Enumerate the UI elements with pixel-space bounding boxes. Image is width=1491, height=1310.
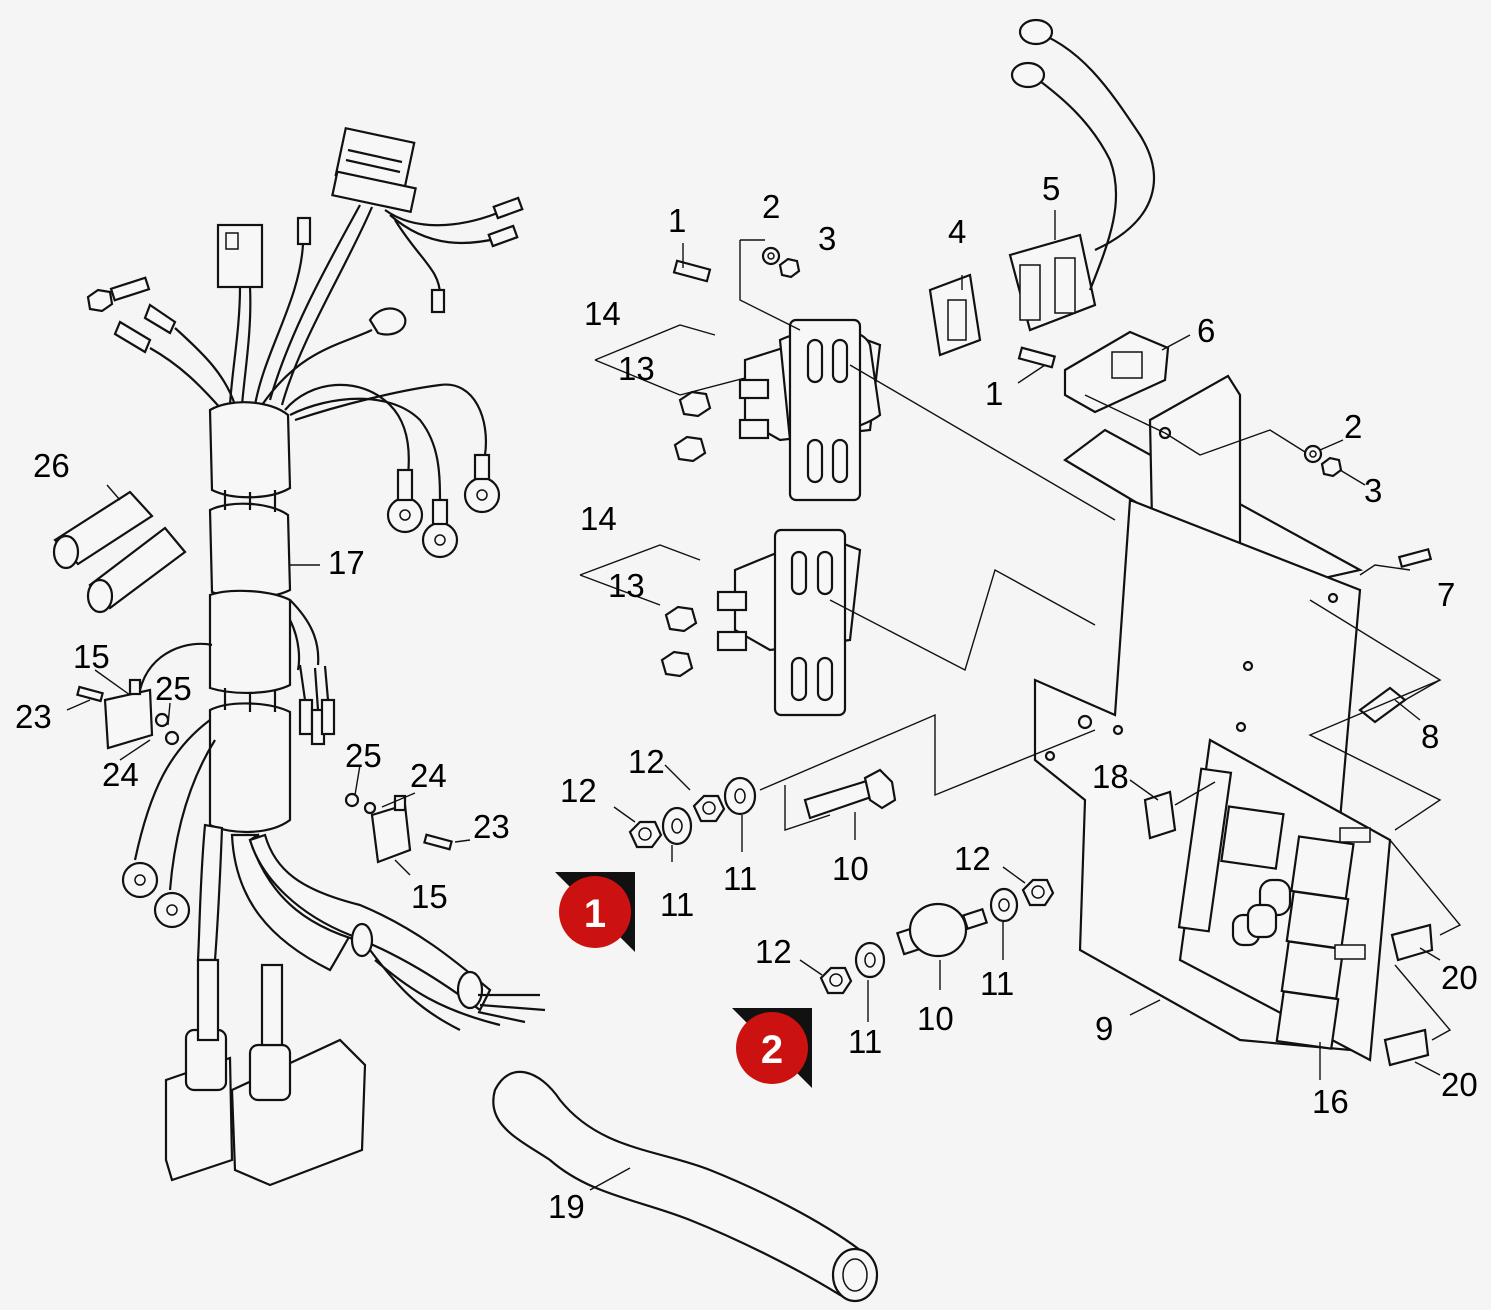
callout-5-fuse-holder: 5 <box>1042 170 1060 207</box>
callout-24-washer-right: 24 <box>410 757 447 794</box>
callout-11-washer-c: 11 <box>848 1023 882 1060</box>
washer-2-lower <box>1303 444 1323 464</box>
callout-4-fuse: 4 <box>948 213 966 250</box>
callout-12-nut-b: 12 <box>628 743 665 780</box>
callout-7-screw: 7 <box>1437 576 1455 613</box>
fuse-20-upper <box>1390 923 1434 962</box>
badge-2-label: 2 <box>761 1028 783 1072</box>
callout-10-standoff: 10 <box>917 1000 954 1037</box>
callout-1-screw: 1 <box>668 202 686 239</box>
relay-upper <box>673 318 882 502</box>
view-badge-1: 1 <box>555 872 635 952</box>
callout-labels: 1 2 3 4 5 6 1 2 3 7 8 14 13 14 13 26 17 … <box>15 170 1478 1225</box>
nut-12-b <box>692 794 726 823</box>
callout-13-nut-lower: 13 <box>608 567 645 604</box>
callout-19-hose: 19 <box>548 1188 585 1225</box>
nut-12-c <box>819 966 853 995</box>
callout-25-nut-right: 25 <box>345 737 382 774</box>
callout-2-washer: 2 <box>762 188 780 225</box>
callout-9-plate: 9 <box>1095 1010 1113 1047</box>
callout-17-harness: 17 <box>328 544 365 581</box>
callout-23-screw-left: 23 <box>15 698 52 735</box>
nut-12-a <box>628 820 663 849</box>
callout-3-nut: 3 <box>818 220 836 257</box>
washer-11-a <box>661 806 693 846</box>
callout-2-washer-right: 2 <box>1344 408 1362 445</box>
callout-14-relay-upper: 14 <box>584 295 621 332</box>
callout-23-screw-right: 23 <box>473 808 510 845</box>
standoff-10-b <box>895 902 989 958</box>
view-badge-2: 2 <box>732 1008 812 1088</box>
nut-3-lower <box>1320 456 1343 478</box>
washer-11-b <box>723 776 757 816</box>
callout-12-nut-a: 12 <box>560 772 597 809</box>
callout-20-fuse-lower: 20 <box>1441 1066 1478 1103</box>
callout-10-bolt: 10 <box>832 850 869 887</box>
callout-25-nut-left: 25 <box>155 670 192 707</box>
washer-11-d <box>989 887 1019 923</box>
screw-1-upper <box>672 259 712 283</box>
callout-18-fuse: 18 <box>1092 758 1129 795</box>
callout-8-standoff: 8 <box>1421 718 1439 755</box>
screw-7 <box>1397 547 1433 569</box>
fuse-18 <box>1143 790 1177 840</box>
callout-12-nut-c: 12 <box>755 933 792 970</box>
callout-11-washer-b: 11 <box>723 860 757 897</box>
nut-12-d <box>1021 878 1055 907</box>
screw-1-lower <box>1017 346 1057 369</box>
callout-26-tube: 26 <box>33 447 70 484</box>
callout-12-nut-d: 12 <box>954 840 991 877</box>
fuse-holder-cover-6 <box>1063 330 1170 414</box>
callout-14-relay-lower: 14 <box>580 500 617 537</box>
callout-1-screw-right: 1 <box>985 375 1003 412</box>
callout-20-fuse-upper: 20 <box>1441 959 1478 996</box>
connector-tube-set <box>52 490 187 614</box>
badge-1-label: 1 <box>584 892 606 936</box>
callout-11-washer-d: 11 <box>980 965 1014 1002</box>
fuse-holder-5 <box>1008 18 1155 332</box>
micro-switch-left <box>76 678 180 750</box>
bolt-10-a <box>803 768 897 820</box>
fuse-4 <box>928 273 982 357</box>
leader-lines <box>66 210 1462 1191</box>
hose-19 <box>492 1070 879 1303</box>
callout-6-fuse-cover: 6 <box>1197 312 1215 349</box>
callout-16-board: 16 <box>1312 1083 1349 1120</box>
callout-3-nut-right: 3 <box>1364 472 1382 509</box>
control-board-16 <box>1177 738 1392 1062</box>
callout-15-switch-right: 15 <box>411 878 448 915</box>
relay-lower <box>660 528 862 717</box>
callout-13-nut-upper: 13 <box>618 350 655 387</box>
fuse-20-lower <box>1383 1028 1430 1067</box>
callout-11-washer-a: 11 <box>660 886 694 923</box>
callout-24-washer-left: 24 <box>102 756 139 793</box>
washer-11-c <box>854 941 886 979</box>
wiring-harness <box>86 126 546 1187</box>
callout-15-switch-left: 15 <box>73 638 110 675</box>
nut-3-upper <box>778 257 801 279</box>
washer-2-upper <box>761 246 781 266</box>
micro-switch-right <box>344 792 453 864</box>
